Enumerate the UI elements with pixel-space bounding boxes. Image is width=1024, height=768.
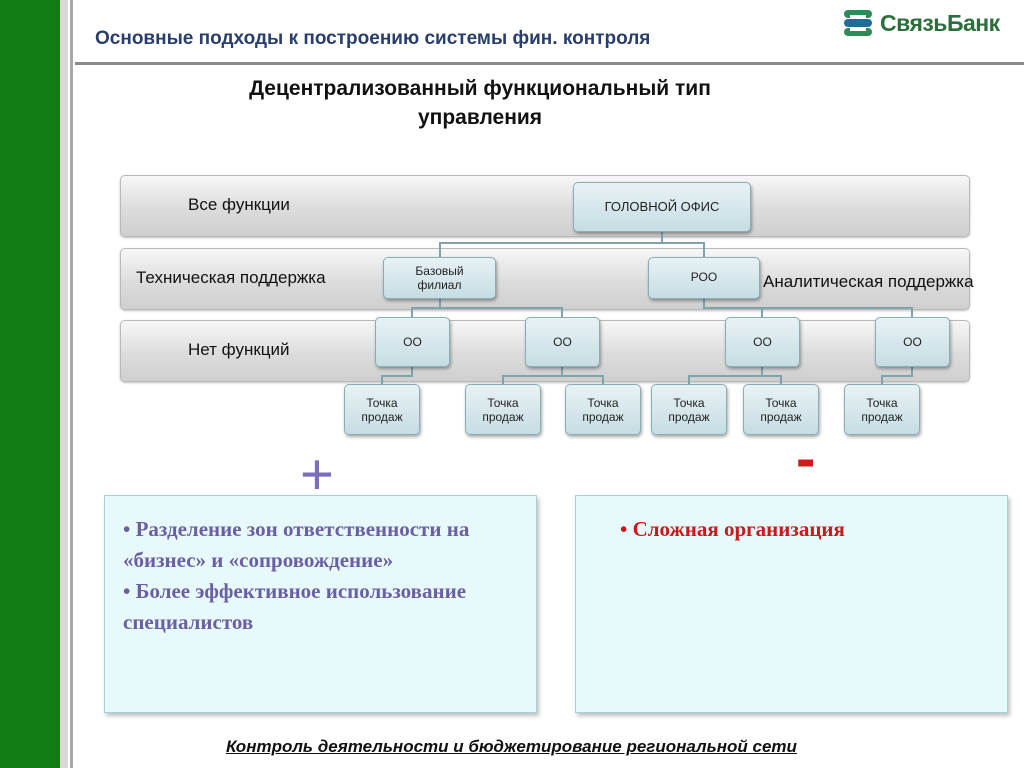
- node-head-office: ГОЛОВНОЙ ОФИС: [573, 182, 751, 232]
- band-label-analytic-support: Аналитическая поддержка: [763, 272, 974, 291]
- sales-point-line1: Точка: [587, 395, 619, 410]
- node-base-branch-line2: филиал: [417, 278, 462, 292]
- node-oo-4: ОО: [875, 317, 950, 367]
- sales-point-line2: продаж: [668, 409, 710, 424]
- band-label-all-functions: Все функции: [188, 195, 290, 214]
- node-roo: РОО: [648, 257, 760, 299]
- node-oo-1: ОО: [375, 317, 450, 367]
- sales-point-line1: Точка: [366, 395, 398, 410]
- cons-panel: • Сложная организация: [575, 495, 1008, 713]
- node-base-branch: Базовый филиал: [383, 257, 496, 299]
- side-divider-line: [70, 0, 73, 768]
- sales-point-line2: продаж: [861, 409, 903, 424]
- slide-header: Основные подходы к построению системы фи…: [95, 28, 651, 49]
- pros-item: • Более эффективное использование специа…: [123, 579, 467, 634]
- pros-list: • Разделение зон ответственности на «биз…: [123, 514, 523, 638]
- sales-point-line2: продаж: [760, 409, 802, 424]
- minus-sign-icon: -: [796, 426, 816, 491]
- bank-logo-text: СвязьБанк: [880, 9, 1000, 36]
- side-green-bar: [0, 0, 60, 768]
- header-divider: [75, 62, 1024, 65]
- sales-point-line1: Точка: [866, 395, 898, 410]
- plus-sign-icon: +: [300, 442, 334, 507]
- sales-point-line1: Точка: [673, 395, 705, 410]
- band-all-functions: [120, 175, 970, 237]
- side-gray-stripe: [60, 0, 68, 768]
- main-title: Децентрализованный функциональный тип уп…: [170, 74, 790, 132]
- node-oo-3: ОО: [725, 317, 800, 367]
- node-base-branch-line1: Базовый: [415, 264, 464, 278]
- sales-point-line2: продаж: [582, 409, 624, 424]
- bank-logo-icon: [844, 10, 872, 36]
- sales-point-line1: Точка: [487, 395, 519, 410]
- pros-item: • Разделение зон ответственности на «биз…: [123, 517, 470, 572]
- main-title-line2: управления: [417, 106, 543, 129]
- band-label-tech-support: Техническая поддержка: [136, 268, 326, 287]
- band-tech-support: [120, 248, 970, 310]
- sales-point-line2: продаж: [361, 409, 403, 424]
- cons-item: • Сложная организация: [620, 517, 845, 541]
- slide-footer: Контроль деятельности и бюджетирование р…: [226, 737, 797, 756]
- pros-panel: • Разделение зон ответственности на «биз…: [104, 495, 537, 713]
- main-title-line1: Децентрализованный функциональный тип: [249, 77, 711, 100]
- bank-logo: СвязьБанк: [842, 6, 1022, 40]
- node-oo-2: ОО: [525, 317, 600, 367]
- sales-point-line1: Точка: [765, 395, 797, 410]
- sales-point-line2: продаж: [482, 409, 524, 424]
- band-label-no-functions: Нет функций: [188, 340, 290, 359]
